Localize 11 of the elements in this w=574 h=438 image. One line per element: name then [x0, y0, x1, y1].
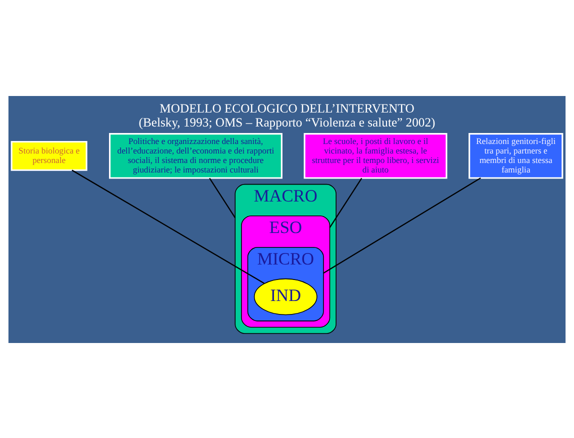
node-box: Politiche e organizzazione della sanità, dell’educazione, dell’economia e dei rapporti sociali, il sistema di norme e procedure giudiziarie; le impostazioni culturali — [109, 132, 282, 178]
connector — [209, 177, 236, 218]
node-box: Storia biologica e personale — [10, 140, 88, 170]
connector — [72, 169, 265, 284]
node-box: Relazioni genitori-figli tra pari, partners e membri di una stessa famiglia — [468, 132, 564, 178]
connector — [329, 177, 362, 228]
connector — [323, 177, 481, 274]
diagram-title: MODELLO ECOLOGICO DELL’INTERVENTO — [160, 100, 414, 115]
caption: (Belsky, 1993; OMS – Rapporto “Violenza e salute” 2002) — [138, 115, 436, 130]
node-box: Le scuole, i posti di lavoro e il vicinato, la famiglia estesa, le strutture per il tempo libero, i servizi di aiuto — [304, 132, 448, 178]
node-ellipse: IND — [254, 278, 318, 315]
